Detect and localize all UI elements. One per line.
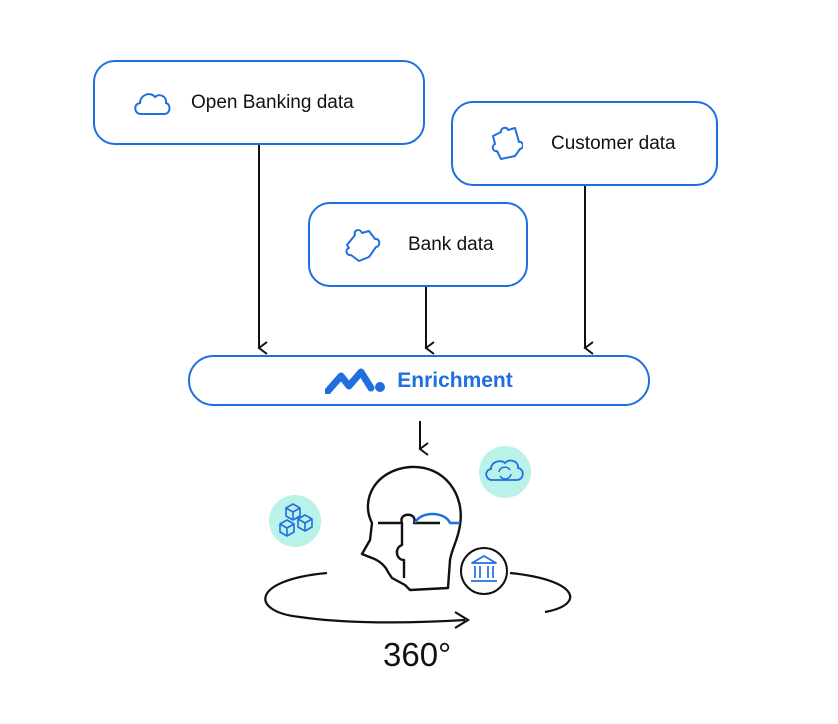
puzzle-piece-icon xyxy=(485,126,525,162)
bank-label: Bank data xyxy=(408,233,494,255)
enrichment-label: Enrichment xyxy=(397,368,513,392)
puzzle-piece-icon xyxy=(342,227,382,263)
customer-data-box: Customer data xyxy=(451,101,718,186)
bank-building-icon xyxy=(460,547,508,595)
open-banking-label: Open Banking data xyxy=(191,91,354,113)
customer-label: Customer data xyxy=(551,132,676,154)
enrichment-bar: Enrichment xyxy=(188,355,650,406)
bank-data-box: Bank data xyxy=(308,202,528,287)
open-banking-data-box: Open Banking data xyxy=(93,60,425,145)
brand-logo-icon xyxy=(325,368,387,394)
cloud-sync-icon xyxy=(479,446,531,498)
orbit-ring xyxy=(264,571,572,629)
head-puzzle-icon xyxy=(360,465,462,592)
rotation-label: 360° xyxy=(383,636,452,673)
cubes-icon xyxy=(269,495,321,547)
cloud-icon xyxy=(131,89,171,117)
